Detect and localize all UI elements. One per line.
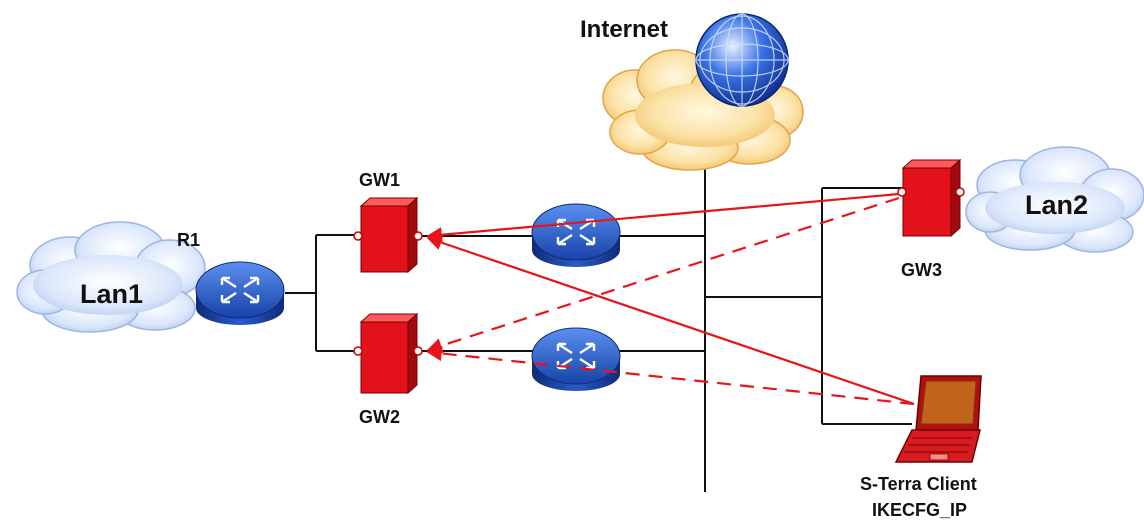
router-upper [531, 203, 621, 267]
lan2-label: Lan2 [1025, 190, 1088, 220]
internet-cloud: Internet [580, 13, 804, 171]
client-mode-label: IKECFG_IP [872, 500, 967, 520]
gateway-gw3: GW3 [897, 158, 965, 280]
lan1-label: Lan1 [80, 279, 143, 309]
gateway-gw2: GW2 [353, 312, 423, 427]
gw1-label: GW1 [359, 170, 400, 190]
internet-label: Internet [580, 16, 668, 43]
tunnel-client-gw1 [426, 235, 915, 406]
gw2-label: GW2 [359, 407, 400, 427]
tunnel-gw3-gw1 [426, 192, 900, 243]
gateway-gw1: GW1 [353, 170, 423, 274]
s-terra-client-laptop: S-Terra Client IKECFG_IP [860, 375, 982, 520]
globe-icon [695, 13, 789, 107]
router-arrows-icon [220, 276, 260, 304]
router-arrows-icon [556, 342, 596, 370]
client-name-label: S-Terra Client [860, 474, 977, 494]
router-r1: R1 [177, 230, 285, 325]
tunnel-client-gw2-dashed [426, 345, 915, 406]
wired-links [285, 168, 912, 492]
router-lower [531, 327, 621, 391]
r1-label: R1 [177, 230, 200, 250]
vpn-tunnels [426, 192, 915, 406]
tunnel-gw3-gw2-dashed [426, 196, 900, 354]
gw3-label: GW3 [901, 260, 942, 280]
lan2-cloud: Lan2 [965, 146, 1144, 253]
lan1-cloud: Lan1 [16, 221, 206, 333]
